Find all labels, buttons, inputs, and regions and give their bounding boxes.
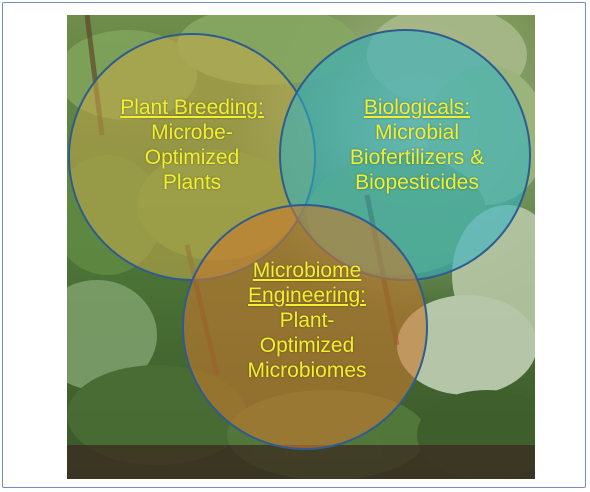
biologicals-line-3: Biopesticides (297, 170, 535, 195)
venn-diagram-photo: Plant Breeding: Microbe- Optimized Plant… (67, 15, 535, 479)
microbiome-engineering-line-1: Plant- (192, 308, 422, 333)
microbiome-engineering-heading-1: Microbiome (192, 258, 422, 283)
microbiome-engineering-heading-2: Engineering: (192, 283, 422, 308)
plant-breeding-line-3: Plants (67, 170, 317, 195)
plant-breeding-label: Plant Breeding: Microbe- Optimized Plant… (67, 95, 317, 195)
plant-background-image (67, 15, 535, 479)
microbiome-engineering-label: Microbiome Engineering: Plant- Optimized… (192, 258, 422, 383)
biologicals-line-1: Microbial (297, 120, 535, 145)
biologicals-heading: Biologicals: (297, 95, 535, 120)
biologicals-line-2: Biofertilizers & (297, 145, 535, 170)
biologicals-label: Biologicals: Microbial Biofertilizers & … (297, 95, 535, 195)
plant-breeding-line-1: Microbe- (67, 120, 317, 145)
microbiome-engineering-line-3: Microbiomes (192, 358, 422, 383)
plant-breeding-line-2: Optimized (67, 145, 317, 170)
microbiome-engineering-line-2: Optimized (192, 333, 422, 358)
plant-breeding-heading: Plant Breeding: (67, 95, 317, 120)
